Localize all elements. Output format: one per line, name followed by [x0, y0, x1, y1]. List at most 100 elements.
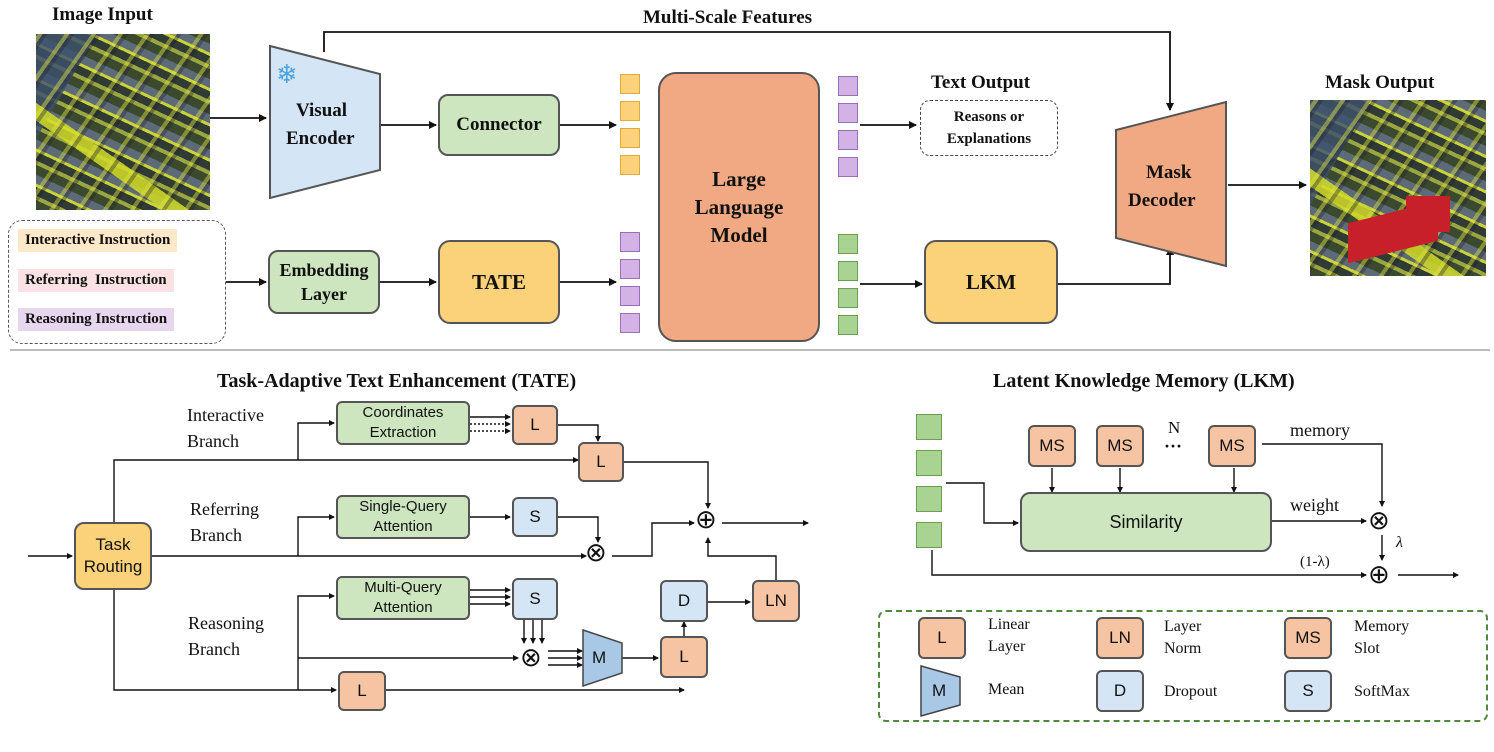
interactive-branch-label-2: Branch [187, 431, 239, 451]
legend-memory-slot-label-1: Memory [1354, 618, 1410, 635]
mask-decoder-label-1: Mask [1146, 162, 1192, 183]
output-text-token [838, 76, 858, 96]
slot-ellipsis: ··· [1164, 436, 1183, 456]
reasoning-instruction: Reasoning Instruction [18, 308, 175, 331]
reasoning-softmax-label: S [529, 589, 541, 608]
visual-token [620, 155, 640, 175]
mask-decoder-shape [1115, 100, 1227, 268]
sum-plus-icon: ⊕ [695, 505, 717, 535]
legend-layernorm-symbol-text: LN [1109, 628, 1131, 647]
mean-label: M [592, 648, 607, 667]
input-satellite-image [36, 34, 210, 210]
llm-label-1: Large [712, 167, 766, 191]
seg-token [838, 261, 858, 281]
similarity-box: Similarity [1020, 492, 1272, 552]
single-query-label-2: Attention [373, 518, 433, 535]
referring-softmax: S [512, 497, 558, 537]
reasoning-linear-1: L [660, 636, 708, 678]
visual-encoder-label-2: Encoder [286, 128, 355, 149]
reasoning-layernorm-label: LN [765, 591, 787, 610]
legend-linear-symbol: L [918, 617, 966, 659]
legend-dropout-symbol-text: D [1113, 681, 1127, 700]
legend-memory-slot-symbol: MS [1284, 617, 1332, 659]
seg-token [838, 288, 858, 308]
single-query-label-1: Single-Query [359, 498, 447, 515]
task-routing-label-2: Routing [83, 557, 143, 576]
memory-slot-2: MS [1096, 425, 1144, 467]
reasoning-branch-label-2: Branch [188, 639, 240, 659]
llm-label-2: Language [694, 195, 784, 219]
lkm-multiply-icon: ⊗ [1368, 506, 1390, 536]
legend-memory-slot-symbol-text: MS [1295, 628, 1321, 647]
reasoning-layernorm: LN [752, 580, 800, 622]
lkm-plus-icon: ⊕ [1368, 560, 1390, 590]
multi-query-label-1: Multi-Query [364, 579, 442, 596]
legend-memory-slot-label-2: Slot [1354, 640, 1380, 657]
text-output-box: Reasons or Explanations [920, 100, 1058, 156]
lkm-box: LKM [924, 240, 1058, 324]
legend-linear-label-1: Linear [988, 616, 1030, 633]
text-output-line-2: Explanations [946, 131, 1032, 147]
similarity-label: Similarity [1109, 511, 1183, 532]
instruction-group [8, 220, 226, 344]
output-text-token [838, 157, 858, 177]
text-token [620, 286, 640, 306]
legend-softmax-symbol: S [1284, 670, 1332, 712]
legend-layernorm-symbol: LN [1096, 617, 1144, 659]
llm-label-3: Model [710, 223, 768, 247]
coordinates-extraction-box: Coordinates Extraction [336, 401, 470, 445]
embedding-layer-box: Embedding Layer [268, 250, 380, 314]
reasoning-multiply-icon: ⊗ [520, 643, 542, 673]
legend-dropout-symbol: D [1096, 670, 1144, 712]
embedding-label-1: Embedding [279, 260, 369, 280]
seg-token [838, 234, 858, 254]
text-token [620, 232, 640, 252]
interactive-linear-1: L [512, 405, 558, 445]
legend-softmax-label: SoftMax [1354, 683, 1410, 700]
visual-encoder-label-1: Visual [296, 100, 348, 121]
text-token [620, 313, 640, 333]
reasoning-linear-2-label: L [357, 681, 367, 700]
tate-panel-title: Task-Adaptive Text Enhancement (TATE) [217, 370, 577, 392]
output-mask-image [1310, 100, 1486, 276]
one-minus-lambda-label: (1-λ) [1300, 554, 1330, 570]
reasoning-branch-label-1: Reasoning [188, 613, 264, 633]
mean-shape [582, 629, 623, 687]
legend-mean-shape [920, 665, 961, 717]
weight-label: weight [1290, 495, 1339, 515]
interactive-linear-1-label: L [530, 415, 540, 434]
text-output-title: Text Output [931, 72, 1031, 93]
legend-layernorm-label-1: Layer [1164, 618, 1202, 635]
lkm-input-token [916, 486, 942, 512]
memory-label: memory [1290, 420, 1350, 440]
memory-slot-1: MS [1028, 425, 1076, 467]
reasoning-linear-2: L [338, 671, 386, 711]
legend-softmax-symbol-text: S [1302, 681, 1314, 700]
legend-linear-label-2: Layer [988, 638, 1026, 655]
memory-slot-n-label: MS [1219, 436, 1245, 455]
multi-scale-features-label: Multi-Scale Features [643, 7, 813, 28]
output-text-token [838, 103, 858, 123]
seg-token [838, 315, 858, 335]
interactive-instruction: Interactive Instruction [18, 229, 178, 252]
mask-output-title: Mask Output [1325, 72, 1435, 93]
legend-mean-symbol: M [932, 681, 947, 700]
llm-box: Large Language Model [658, 72, 820, 342]
referring-softmax-label: S [529, 507, 541, 526]
legend-panel [878, 610, 1488, 722]
output-text-token [838, 130, 858, 150]
referring-branch-label-2: Branch [190, 525, 242, 545]
interactive-linear-2: L [578, 442, 624, 482]
lkm-input-token [916, 522, 942, 548]
reasoning-linear-1-label: L [679, 647, 689, 666]
reasoning-softmax: S [512, 578, 558, 620]
connector-box: Connector [438, 94, 560, 156]
referring-multiply-icon: ⊗ [585, 538, 607, 568]
legend-mean-label: Mean [988, 681, 1025, 698]
multi-query-attention-box: Multi-Query Attention [336, 576, 470, 620]
slot-count-n: N [1168, 418, 1181, 437]
snowflake-icon: ❄ [276, 60, 298, 90]
lkm-label: LKM [965, 269, 1017, 294]
